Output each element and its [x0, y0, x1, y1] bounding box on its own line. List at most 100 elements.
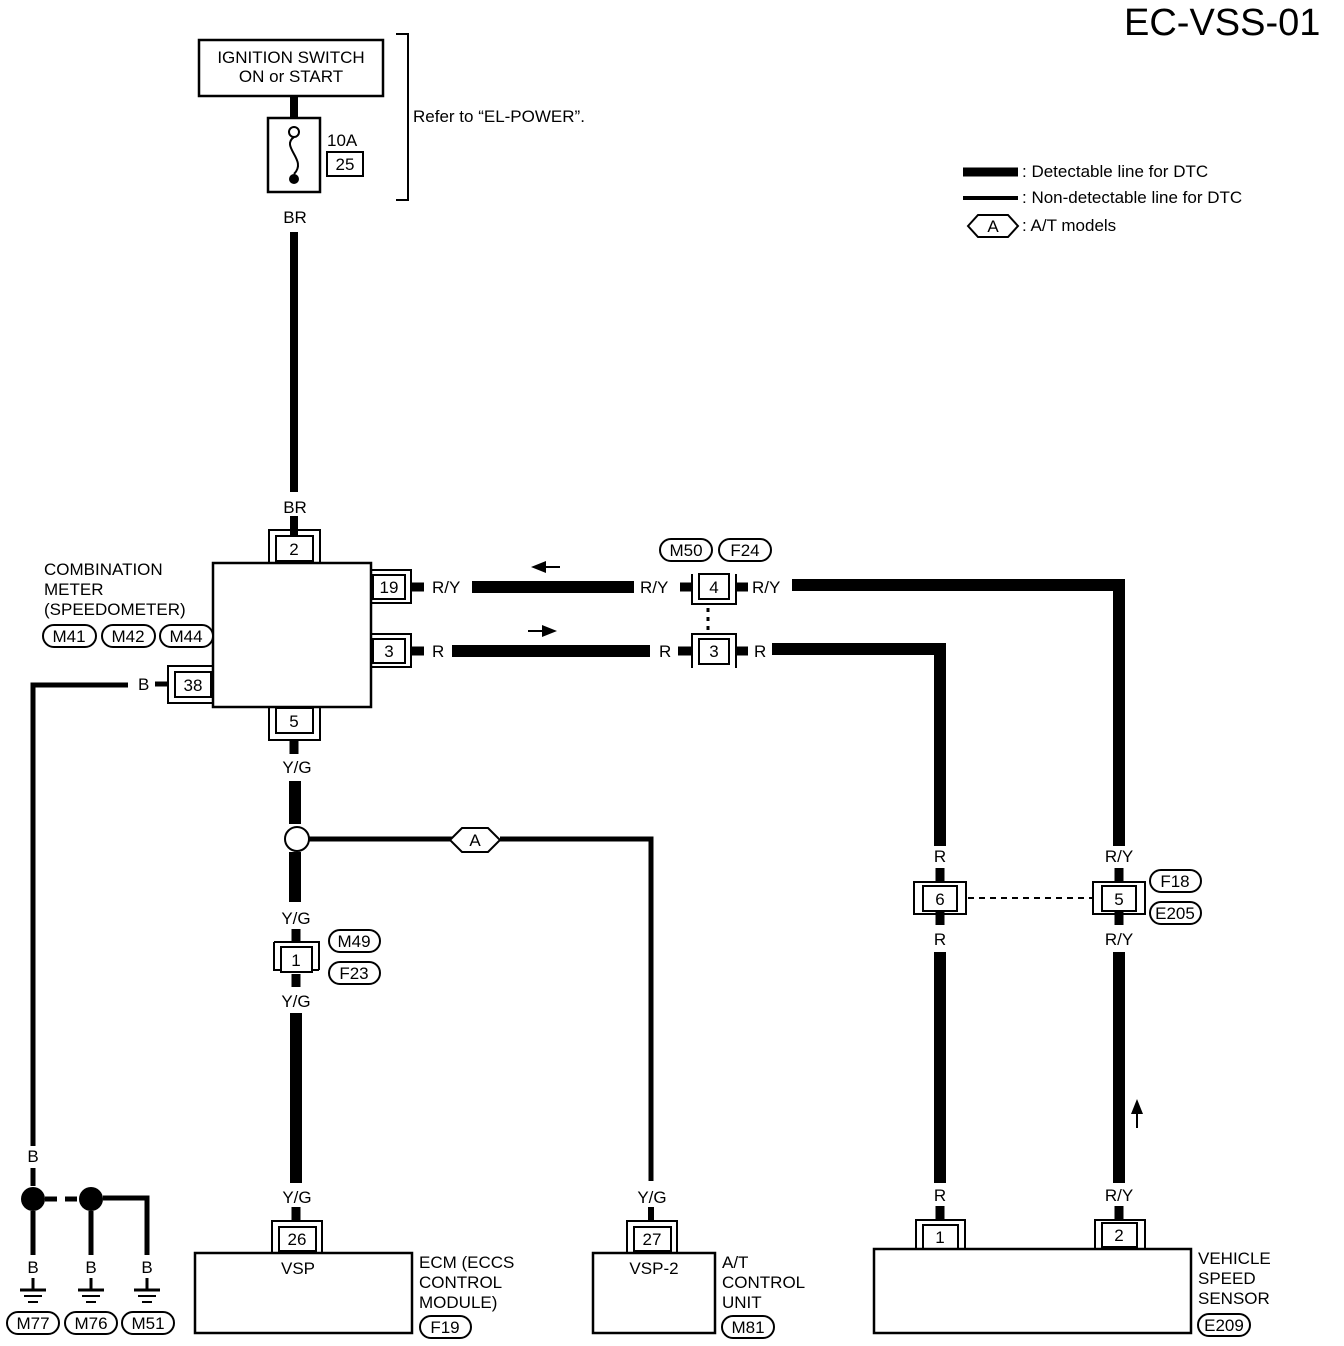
- wire-color-yg: Y/G: [282, 758, 311, 777]
- fuse-number-box: [326, 151, 364, 177]
- combination-meter: COMBINATION METER (SPEEDOMETER) M41 M42 …: [42, 516, 412, 741]
- wire-color-r: R: [432, 642, 444, 661]
- connector-tag: [121, 1311, 175, 1335]
- connector-tag-label: M77: [16, 1314, 49, 1333]
- fuse-element-icon: [288, 136, 300, 175]
- flow-arrow-left-icon: [531, 561, 546, 573]
- wire-color-r: R: [659, 642, 671, 661]
- pin-label: 26: [288, 1230, 307, 1249]
- wire-color-ry: R/Y: [1105, 847, 1133, 866]
- connector-tag: [328, 929, 381, 953]
- vehicle-speed-sensor: 1 2 VEHICLE SPEED SENSOR E209: [872, 1219, 1271, 1337]
- pin-box: [174, 671, 212, 698]
- combination-meter-label-3: (SPEEDOMETER): [44, 600, 186, 619]
- joint-connector: M50 F24 4 3: [659, 538, 772, 668]
- legend-at-symbol: A: [987, 217, 999, 236]
- connector-bracket: [691, 574, 737, 605]
- wire-color-br-lower: BR: [283, 498, 307, 517]
- sensor-label-1: VEHICLE: [1198, 1249, 1271, 1268]
- connector-bracket: [1094, 1219, 1146, 1249]
- ecm: 26 VSP ECM (ECCS CONTROL MODULE) F19: [193, 1220, 514, 1339]
- fuse-rating: 10A: [327, 131, 358, 150]
- wire-color-ry: R/Y: [640, 578, 668, 597]
- connector-tag: [159, 624, 214, 648]
- wire-color-ry: R/Y: [1105, 930, 1133, 949]
- connector-bracket: [271, 1220, 323, 1253]
- connector-tag-label: M42: [111, 627, 144, 646]
- combination-meter-label-2: METER: [44, 580, 104, 599]
- connector-tag-label: M41: [52, 627, 85, 646]
- ecm-label-1: ECM (ECCS: [419, 1253, 514, 1272]
- connector-tag-label: F24: [730, 541, 759, 560]
- ground-circuit: B B B B B M77: [6, 675, 175, 1335]
- connector-tag-label: M44: [169, 627, 202, 646]
- connector-tag: [64, 1311, 118, 1335]
- connector-tag: [1197, 1313, 1251, 1337]
- connector-tag: [419, 1315, 472, 1339]
- tcu-label-2: CONTROL: [722, 1273, 805, 1292]
- wire-color-ry: R/Y: [1105, 1186, 1133, 1205]
- ecm-terminal-label: VSP: [281, 1259, 315, 1278]
- pin-label: 5: [289, 712, 298, 731]
- connector-tag: [721, 1315, 775, 1339]
- combination-meter-box: [211, 561, 373, 709]
- pin-box: [698, 573, 730, 600]
- ecm-box: [193, 1251, 414, 1335]
- fuse-number: 25: [336, 155, 355, 174]
- fuse-terminal-top: [288, 126, 300, 138]
- pin-label: 2: [1114, 1226, 1123, 1245]
- combination-meter-connectors: M41 M42 M44: [42, 624, 214, 648]
- wire-color-b: B: [85, 1258, 96, 1277]
- wire-color-r: R: [934, 847, 946, 866]
- ignition-switch-box: [197, 38, 385, 98]
- pin-box: [275, 707, 314, 734]
- pin-label: 3: [709, 642, 718, 661]
- wire-b: [30, 682, 128, 1146]
- connector-tag-label: F18: [1160, 872, 1189, 891]
- wire-color-yg: Y/G: [282, 1188, 311, 1207]
- pin-box: [922, 1224, 959, 1250]
- ground-symbol-icon: [134, 1278, 160, 1303]
- connector-tag: [328, 961, 381, 985]
- connector-tag: [6, 1311, 60, 1335]
- pin-label: 4: [709, 578, 718, 597]
- ground-symbol-icon: [20, 1278, 46, 1303]
- pin-label: 3: [384, 642, 393, 661]
- wire-color-b: B: [27, 1147, 38, 1166]
- tcu-box: [591, 1251, 717, 1335]
- connector-bracket: [915, 1219, 966, 1249]
- combination-meter-label-1: COMBINATION: [44, 560, 163, 579]
- wire-color-r: R: [934, 1186, 946, 1205]
- pin-box: [278, 1226, 317, 1252]
- pin-label: 19: [380, 578, 399, 597]
- sensor-label-2: SPEED: [1198, 1269, 1256, 1288]
- fuse-terminal-bottom: [289, 174, 299, 184]
- refer-note: Refer to “EL-POWER”.: [413, 107, 585, 126]
- splice-point-icon: [284, 826, 310, 852]
- wire-r: [772, 643, 946, 846]
- pin-box: [633, 1226, 672, 1252]
- legend-non-detectable-label: : Non-detectable line for DTC: [1022, 188, 1242, 207]
- pin-label: 27: [643, 1230, 662, 1249]
- legend-detectable-label: : Detectable line for DTC: [1022, 162, 1208, 181]
- tcu-label-1: A/T: [722, 1253, 748, 1272]
- connector-tag: [718, 538, 772, 562]
- legend-at-hexagon-icon: [966, 214, 1020, 238]
- pin-label: 1: [291, 951, 300, 970]
- pin-label: 38: [184, 676, 203, 695]
- legend-at-label: : A/T models: [1022, 216, 1116, 235]
- connector-tag-label: M76: [74, 1314, 107, 1333]
- connector-bracket: [691, 633, 737, 668]
- wire-at-branch: [500, 836, 654, 1181]
- pin-box: [922, 885, 958, 912]
- ecm-label-3: MODULE): [419, 1293, 497, 1312]
- connector-tag-label: M50: [669, 541, 702, 560]
- wire-color-b: B: [138, 675, 149, 694]
- pin-box: [372, 638, 406, 664]
- pin-label: 5: [1114, 890, 1123, 909]
- wire-color-r: R: [754, 642, 766, 661]
- wire-color-ry: R/Y: [432, 578, 460, 597]
- tcu-terminal-label: VSP-2: [629, 1259, 678, 1278]
- connector-tag-label: M81: [731, 1318, 764, 1337]
